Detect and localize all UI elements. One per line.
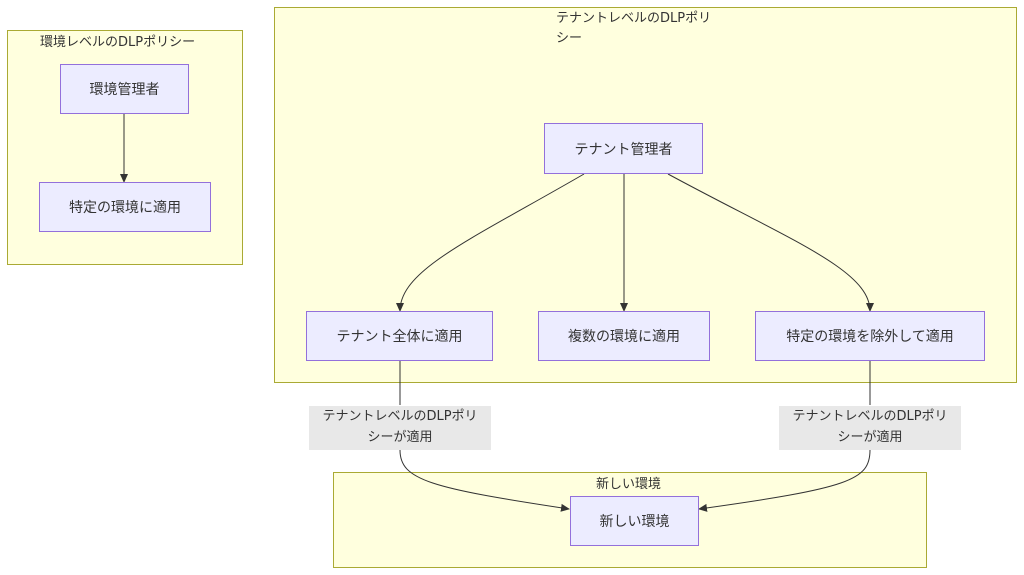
tenant-policy-cluster-title-line1: テナントレベルのDLPポリ: [556, 11, 712, 26]
edge-label-left-line1: テナントレベルのDLPポリ: [322, 409, 478, 424]
edge-label-left-line2: シーが適用: [367, 430, 433, 445]
edge-tenant-admin-to-tenant-wide: [396, 173, 585, 312]
node-tenant-admin[interactable]: テナント管理者: [544, 123, 703, 174]
node-new-env[interactable]: 新しい環境: [570, 496, 699, 546]
node-apply-tenant-wide[interactable]: テナント全体に適用: [306, 311, 493, 361]
edge-tenant-admin-to-excluding: [667, 173, 874, 312]
edge-label-right: テナントレベルのDLPポリ シーが適用: [779, 406, 961, 450]
node-env-admin[interactable]: 環境管理者: [60, 64, 189, 114]
edge-tenant-wide-to-new-env: [399, 361, 569, 509]
edge-label-left: テナントレベルのDLPポリ シーが適用: [309, 406, 491, 450]
edge-label-right-line2: シーが適用: [837, 430, 903, 445]
node-apply-specific-env[interactable]: 特定の環境に適用: [39, 182, 211, 232]
node-apply-excluding-envs[interactable]: 特定の環境を除外して適用: [755, 311, 985, 361]
tenant-policy-cluster-title: テナントレベルのDLPポリ シー: [556, 9, 711, 49]
node-apply-multiple-envs[interactable]: 複数の環境に適用: [538, 311, 710, 361]
edge-label-right-line1: テナントレベルのDLPポリ: [792, 409, 948, 424]
new-env-cluster-title: 新しい環境: [596, 477, 662, 492]
edge-excluding-to-new-env: [699, 361, 871, 509]
env-policy-cluster-title: 環境レベルのDLPポリシー: [40, 35, 196, 50]
tenant-policy-cluster-title-line2: シー: [556, 31, 583, 46]
